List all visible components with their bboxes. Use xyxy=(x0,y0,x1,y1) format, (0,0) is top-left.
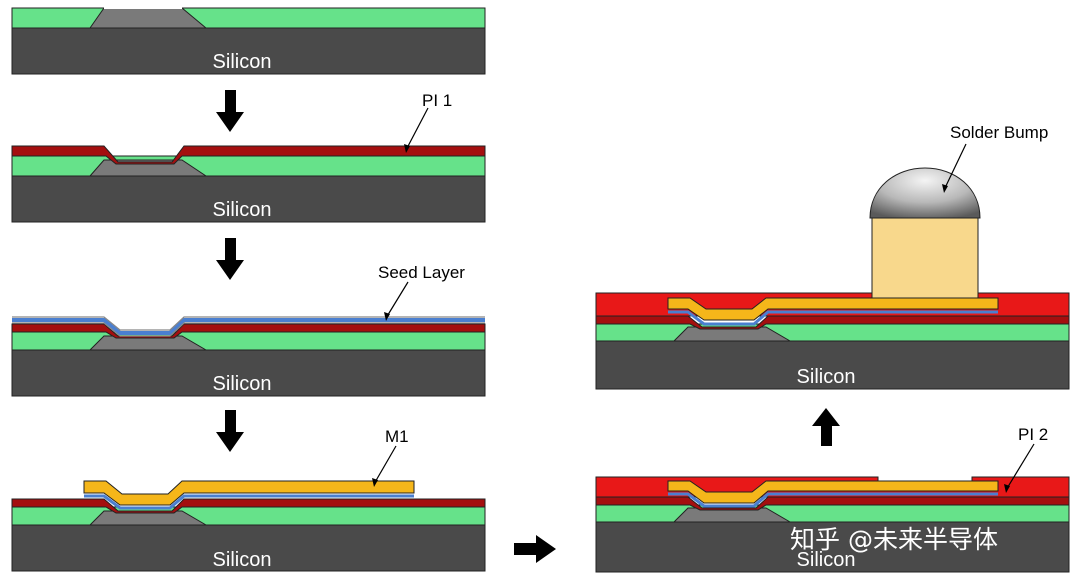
metal-pad xyxy=(88,335,208,351)
right-arrow-icon xyxy=(514,535,556,563)
metal-pad xyxy=(88,510,208,526)
ubm-pillar xyxy=(871,217,979,299)
down-arrow-icon xyxy=(216,90,244,132)
pi1-layer xyxy=(595,315,1070,330)
seed-layer xyxy=(12,318,485,335)
m1-layer xyxy=(83,480,415,506)
m1-layer xyxy=(667,297,999,321)
silicon-label: Silicon xyxy=(213,199,272,221)
silicon-label: Silicon xyxy=(797,549,856,571)
seed-leader-line xyxy=(385,281,409,319)
passivation-layer xyxy=(11,506,486,526)
silicon-substrate xyxy=(11,27,486,75)
solder-bump xyxy=(869,167,981,219)
seed-layer xyxy=(668,492,998,508)
seed-layer xyxy=(84,494,414,510)
pi2-label: PI 2 xyxy=(1018,425,1048,444)
pi2-leader-line xyxy=(1005,443,1035,491)
m1-layer xyxy=(667,480,999,504)
silicon-substrate xyxy=(11,175,486,223)
metal-pad xyxy=(672,507,792,523)
passivation-layer xyxy=(595,504,1070,523)
step-2-diagram: Silicon PI 1 xyxy=(11,91,486,223)
silicon-substrate xyxy=(11,349,486,397)
step-6-diagram: Silicon Solder Bump xyxy=(595,123,1070,390)
metal-pad xyxy=(672,326,792,342)
solder-bump-label: Solder Bump xyxy=(950,123,1048,142)
seed-layer xyxy=(668,310,998,326)
m1-leader-line xyxy=(373,445,397,485)
silicon-substrate xyxy=(595,340,1070,390)
silicon-label: Silicon xyxy=(213,51,272,73)
m1-label: M1 xyxy=(385,427,409,446)
passivation-layer xyxy=(11,331,486,351)
down-arrow-icon xyxy=(216,238,244,280)
silicon-label: Silicon xyxy=(213,373,272,395)
passivation-layer xyxy=(11,7,486,29)
pi1-layer xyxy=(11,498,486,514)
step-3-diagram: Silicon Seed Layer xyxy=(11,263,486,397)
silicon-label: Silicon xyxy=(797,366,856,388)
pi1-layer xyxy=(11,323,486,339)
step-1-diagram: Silicon xyxy=(11,6,486,75)
silicon-label: Silicon xyxy=(213,549,272,571)
bump-leader-line xyxy=(943,143,967,191)
pi1-layer xyxy=(595,496,1070,511)
pi1-layer xyxy=(11,145,486,165)
down-arrow-icon xyxy=(216,410,244,452)
seed-layer-label: Seed Layer xyxy=(378,263,465,282)
passivation-layer xyxy=(595,323,1070,342)
pi1-label: PI 1 xyxy=(422,91,452,110)
silicon-substrate xyxy=(11,524,486,572)
step-4-diagram: Silicon M1 xyxy=(11,427,486,572)
passivation-layer xyxy=(11,155,486,177)
step-5-diagram: Silicon PI 2 xyxy=(595,425,1070,573)
watermark-text: 知乎 @未来半导体 xyxy=(790,525,998,554)
up-arrow-icon xyxy=(812,408,840,446)
pi1-leader-line xyxy=(405,107,429,151)
